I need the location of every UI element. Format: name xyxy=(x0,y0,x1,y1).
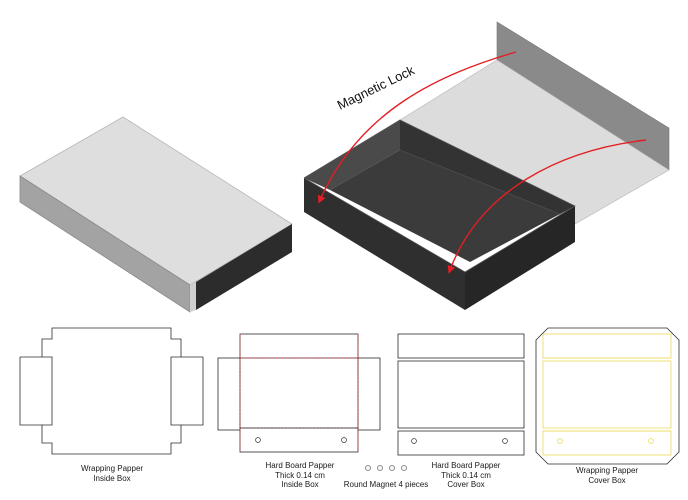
caption-line: Hard Board Papper xyxy=(265,461,335,470)
caption-line: Cover Box xyxy=(447,480,485,489)
magnet-hole xyxy=(255,437,261,443)
open-box-illustration: Magnetic Lock xyxy=(303,21,670,310)
caption-line: Thick 0.14 cm xyxy=(275,470,325,480)
magnet-icon xyxy=(389,465,395,471)
magnet-hole xyxy=(648,438,654,444)
magnet-icon xyxy=(365,465,371,471)
magnet-icon xyxy=(377,465,383,471)
box-left-wall xyxy=(304,178,465,310)
magnetic-lock-label: Magnetic Lock xyxy=(335,62,417,112)
caption-wrapping-cover-box: Wrapping Papper Cover Box xyxy=(551,466,663,485)
magnet-hole xyxy=(411,438,417,444)
dieline-wrapping-inside-box xyxy=(19,327,204,455)
caption-line: Inside Box xyxy=(93,473,131,483)
magnetic-lock-arrow-lower xyxy=(447,139,647,274)
magnet-hole xyxy=(502,438,508,444)
caption-line: Inside Box xyxy=(281,480,319,489)
caption-line: Thick 0.14 cm xyxy=(441,470,491,480)
closed-box-illustration xyxy=(19,116,293,313)
caption-board-cover-box: Hard Board Papper Thick 0.14 cm Cover Bo… xyxy=(410,461,522,490)
dieline-wrapping-cover-box xyxy=(535,327,680,465)
box-interior-back xyxy=(304,120,400,190)
round-magnets xyxy=(365,465,407,471)
closed-box-front-rim xyxy=(190,282,196,312)
box-rim xyxy=(303,119,576,273)
caption-round-magnets: Round Magnet 4 pieces xyxy=(336,480,436,490)
caption-board-inside-box: Hard Board Papper Thick 0.14 cm Inside B… xyxy=(244,461,356,490)
box-front-wall xyxy=(465,206,575,310)
magnet-icon xyxy=(401,465,407,471)
caption-line: Wrapping Papper xyxy=(575,466,639,475)
box-interior-right xyxy=(400,120,575,214)
dieline-board-inside-box xyxy=(217,333,381,453)
magnet-hole xyxy=(557,438,563,444)
caption-line: Cover Box xyxy=(588,475,626,485)
magnetic-lock-arrow-upper xyxy=(317,51,517,204)
closed-box-front-dark xyxy=(196,224,292,310)
caption-line: Round Magnet 4 pieces xyxy=(343,480,429,489)
caption-line: Hard Board Papper xyxy=(431,461,501,470)
dieline-board-cover-box xyxy=(397,333,525,456)
caption-wrapping-inside-box: Wrapping Papper Inside Box xyxy=(56,464,168,483)
magnet-hole xyxy=(341,437,347,443)
caption-line: Wrapping Papper xyxy=(80,464,144,473)
box-interior-floor xyxy=(330,150,560,262)
